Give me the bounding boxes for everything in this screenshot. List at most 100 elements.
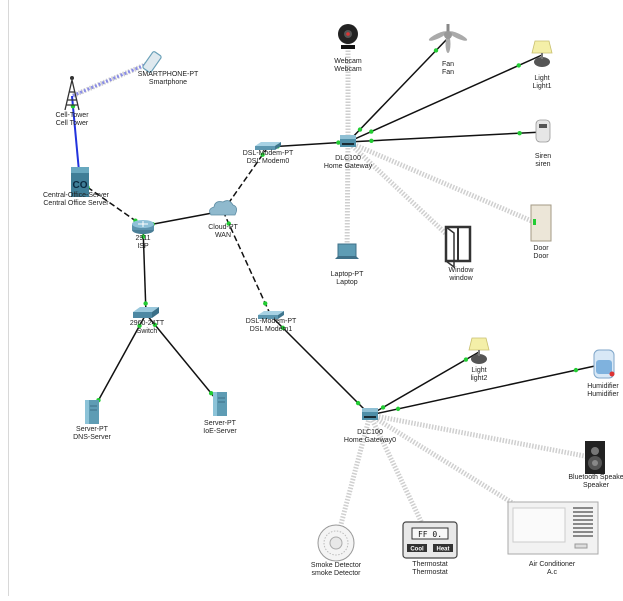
device-type-label: 2911 <box>135 235 150 242</box>
device-type-label: Central-Office-Server <box>43 192 110 199</box>
device-type-label: Light <box>471 367 486 374</box>
link-hg0-light2 <box>369 351 480 416</box>
home-gateway-icon <box>362 408 378 420</box>
air-conditioner-icon <box>507 501 599 555</box>
link-wan-modem1 <box>222 210 272 317</box>
device-name-label: Laptop <box>336 279 358 286</box>
link-hg-laptop <box>344 141 351 258</box>
link-hg-window <box>346 140 460 247</box>
device-name-label: WAN <box>215 232 231 239</box>
humidifier-icon <box>593 349 615 379</box>
home-gateway-icon <box>340 135 356 147</box>
server-icon <box>85 400 99 424</box>
link-status-dot <box>208 391 214 396</box>
thermostat-heat-button: Heat <box>436 547 449 553</box>
link-status-dot <box>226 221 231 226</box>
device-name-label: siren <box>535 161 550 168</box>
link-status-dot <box>380 405 386 410</box>
device-type-label: Server-PT <box>76 426 109 433</box>
thermostat-display-text: FF 0. <box>418 530 442 539</box>
canvas-left-border <box>8 0 9 596</box>
device-name-label: Switch <box>137 328 158 335</box>
device-name-label: DSL Modem0 <box>247 158 290 165</box>
dsl-modem-icon <box>258 311 284 319</box>
device-name-label: A.c <box>547 569 558 576</box>
device-type-label: Air Conditioner <box>529 561 576 568</box>
cell-tower-icon <box>64 76 80 111</box>
device-type-label: Smoke Detector <box>311 562 362 569</box>
link-status-dot <box>355 400 361 406</box>
light-icon <box>531 40 553 67</box>
link-status-dot <box>280 325 286 331</box>
link-status-dot <box>369 129 374 134</box>
device-type-label: Door <box>533 245 549 252</box>
device-name-label: Humidifier <box>587 391 619 398</box>
link-status-dot <box>516 63 521 68</box>
link-smartphone-celltower <box>71 59 153 99</box>
device-type-label: Fan <box>442 61 454 68</box>
link-hg0-thermostat <box>367 413 433 542</box>
door-icon <box>530 204 552 242</box>
smartphone-icon <box>142 51 162 73</box>
webcam-icon <box>338 24 358 49</box>
switch-icon <box>133 307 159 318</box>
link-status-dot <box>260 152 265 157</box>
central-office-server-icon: CO <box>71 167 89 197</box>
device-type-label: SMARTPHONE-PT <box>138 71 199 78</box>
link-status-dot <box>141 234 146 239</box>
device-type-label: DLC100 <box>335 155 361 162</box>
link-hg-light1 <box>347 54 543 143</box>
link-status-dot <box>357 127 363 132</box>
link-hg0-speaker <box>369 412 596 461</box>
device-type-label: DLC100 <box>357 429 383 436</box>
link-hg-door <box>347 139 542 228</box>
device-type-label: Thermostat <box>412 561 447 568</box>
device-name-label: Smartphone <box>149 79 187 86</box>
link-status-dot <box>336 140 341 145</box>
device-type-label: Light <box>534 75 549 82</box>
link-hg-siren <box>347 131 544 143</box>
link-modem1-hg0 <box>270 315 371 416</box>
device-name-label: window <box>448 275 473 282</box>
device-type-label: Server-PT <box>204 420 237 427</box>
device-type-label: Humidifier <box>587 383 619 390</box>
link-status-dot <box>433 48 439 53</box>
device-name-label: Speaker <box>583 482 610 489</box>
device-name-label: Cell Tower <box>56 120 89 127</box>
device-name-label: DNS-Server <box>73 434 111 441</box>
links-layer <box>70 37 605 544</box>
device-name-label: light2 <box>471 375 488 382</box>
link-status-dot <box>152 322 158 327</box>
ceiling-fan-icon <box>428 24 468 53</box>
device-name-label: smoke Detector <box>311 570 361 577</box>
device-type-label: Bluetooth Speake <box>568 474 623 481</box>
